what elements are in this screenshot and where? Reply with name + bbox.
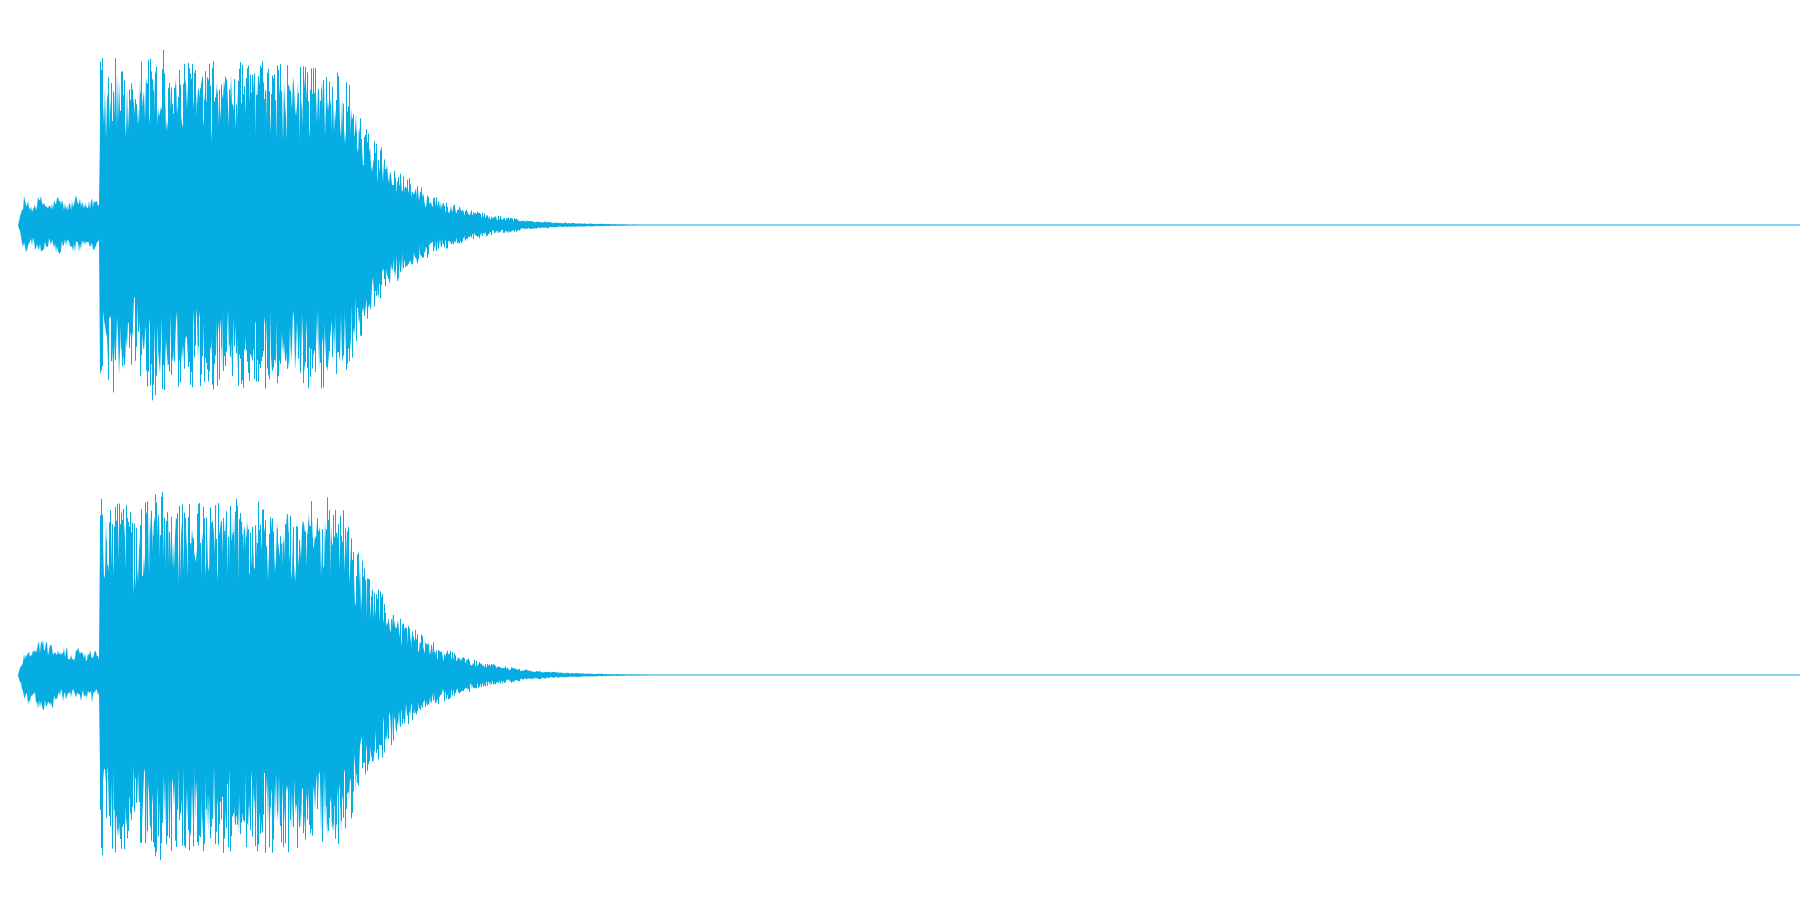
waveform-body bbox=[18, 68, 760, 378]
channel-2-waveform bbox=[18, 491, 1800, 860]
channel-1-waveform bbox=[18, 49, 1800, 401]
